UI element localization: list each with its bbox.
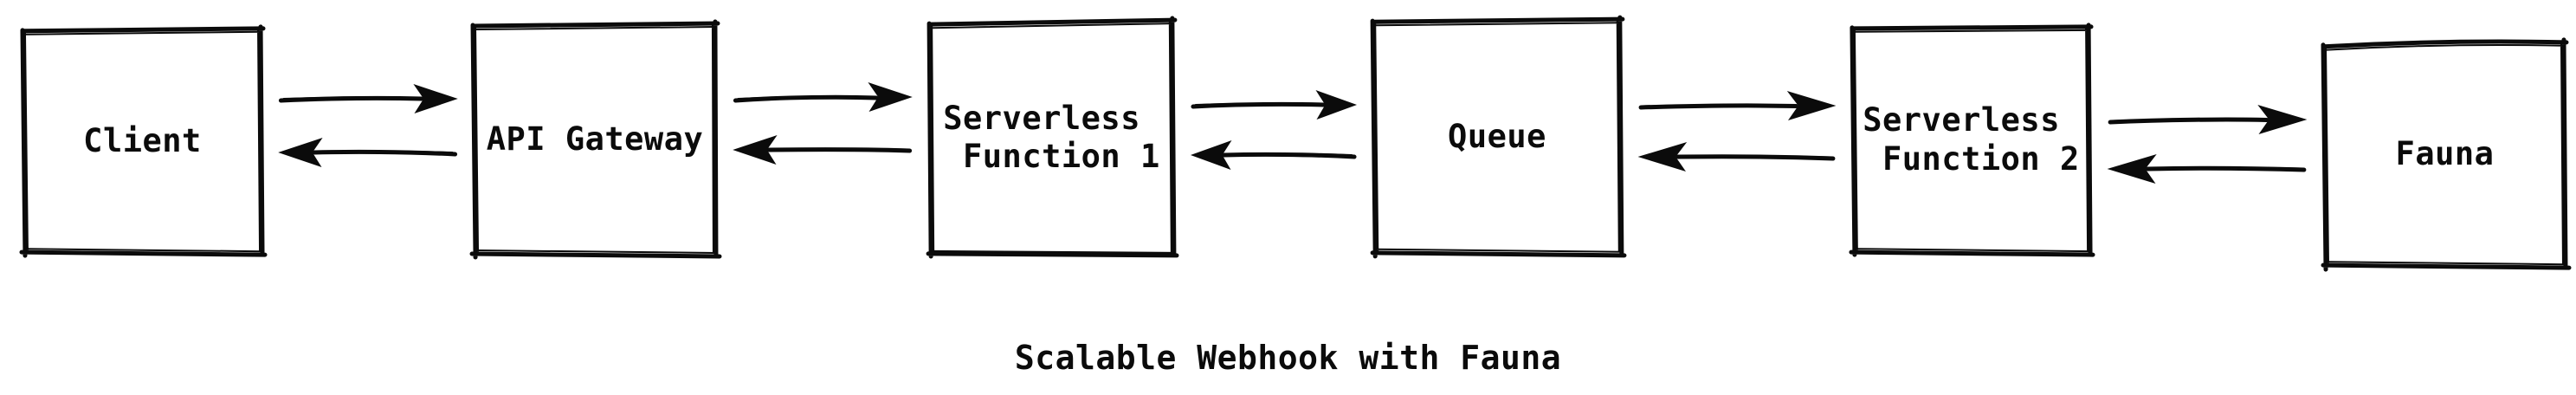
box-border-sketch [1847, 22, 2095, 258]
arrow-right-icon [730, 82, 913, 112]
box-border-sketch [1368, 14, 1626, 260]
box-border-sketch [17, 23, 268, 259]
node-serverless-function-2: Serverless Function 2 [1847, 22, 2095, 258]
arrow-right-icon [1188, 90, 1358, 120]
node-client: Client [17, 23, 268, 259]
arrow-right-icon [275, 84, 458, 113]
node-label-serverless-function-1: Serverless Function 1 [943, 99, 1160, 175]
arrow-left-icon [733, 135, 915, 165]
arrow-left-icon [2107, 154, 2310, 184]
node-fauna: Fauna [2319, 36, 2571, 272]
arrow-left-icon [278, 138, 461, 167]
node-queue: Queue [1368, 14, 1626, 260]
box-border-sketch [468, 19, 721, 260]
box-border-sketch [2319, 36, 2571, 272]
connection-serverless-function-1-queue [1188, 0, 1359, 277]
connection-client-api-gateway [275, 0, 461, 277]
node-label-serverless-function-2: Serverless Function 2 [1863, 101, 2080, 178]
box-border-sketch [924, 16, 1179, 260]
node-label-fauna: Fauna [2395, 134, 2495, 172]
node-label-queue: Queue [1448, 117, 1546, 155]
connection-queue-serverless-function-2 [1635, 0, 1839, 277]
arrow-left-icon [1190, 140, 1359, 170]
arrow-right-icon [2104, 105, 2308, 134]
node-label-client: Client [83, 121, 202, 159]
connection-serverless-function-2-fauna [2104, 0, 2310, 277]
node-serverless-function-1: Serverless Function 1 [924, 16, 1179, 260]
node-api-gateway: API Gateway [468, 19, 721, 260]
node-label-api-gateway: API Gateway [486, 120, 704, 158]
arrow-right-icon [1635, 91, 1837, 120]
connection-api-gateway-serverless-function-1 [730, 0, 915, 277]
diagram-caption: Scalable Webhook with Fauna [1014, 339, 1562, 377]
arrow-left-icon [1637, 142, 1839, 172]
